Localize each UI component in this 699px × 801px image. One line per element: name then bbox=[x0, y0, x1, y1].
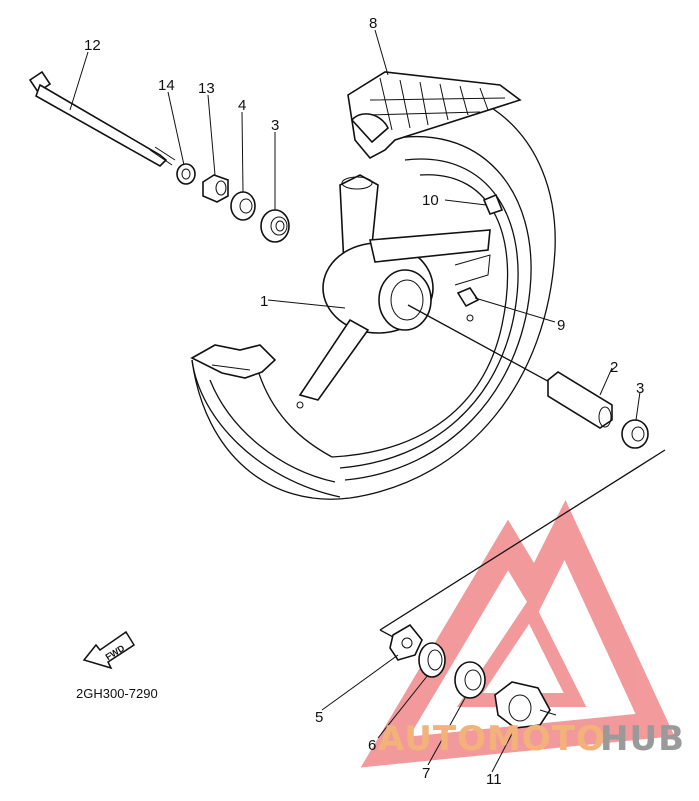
watermark-text: AUTOMOTO HUB bbox=[378, 719, 685, 759]
callout-13: 13 bbox=[198, 80, 215, 97]
callout-9: 9 bbox=[557, 317, 565, 334]
callout-6: 6 bbox=[368, 737, 376, 754]
watermark-text-automoto: AUTOMOTO bbox=[378, 719, 606, 759]
gear-unit-part-11 bbox=[494, 681, 557, 729]
callout-3-left: 3 bbox=[271, 117, 279, 134]
clutch-part-5 bbox=[389, 623, 423, 661]
callout-1: 1 bbox=[260, 293, 268, 310]
catalog-code: 2GH300-7290 bbox=[76, 686, 158, 701]
callout-10: 10 bbox=[422, 192, 439, 209]
washer-part-14 bbox=[176, 163, 196, 185]
callout-2: 2 bbox=[610, 359, 618, 376]
spacer-part-4 bbox=[230, 191, 256, 221]
watermark-text-hub: HUB bbox=[600, 719, 685, 759]
callout-14: 14 bbox=[158, 77, 175, 94]
bearing-part-3-right bbox=[621, 419, 649, 449]
seal-part-6 bbox=[418, 642, 446, 678]
axle-part bbox=[28, 70, 176, 167]
callout-4: 4 bbox=[238, 97, 246, 114]
valve-part-10 bbox=[482, 193, 504, 215]
collar-part-2 bbox=[547, 371, 613, 429]
bearing-part-7 bbox=[454, 661, 486, 699]
fwd-arrow-icon: FWD bbox=[82, 630, 136, 670]
callout-5: 5 bbox=[315, 709, 323, 726]
callout-8: 8 bbox=[369, 15, 377, 32]
callout-3-right: 3 bbox=[636, 380, 644, 397]
hub-part bbox=[296, 174, 491, 409]
callout-7: 7 bbox=[422, 765, 430, 782]
bearing-part-3-left bbox=[260, 209, 290, 243]
collar-part-13 bbox=[202, 174, 229, 203]
leader-lines bbox=[69, 29, 641, 773]
callout-12: 12 bbox=[84, 37, 101, 54]
callout-11: 11 bbox=[486, 771, 502, 788]
plug-part-9 bbox=[456, 287, 480, 308]
